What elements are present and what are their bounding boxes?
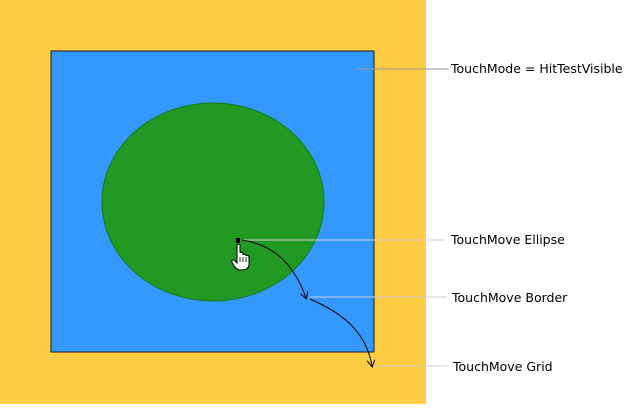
label-touchmove-ellipse: TouchMove Ellipse: [450, 232, 565, 247]
touch-point-marker: [236, 238, 240, 243]
label-touch-mode: TouchMode = HitTestVisible: [450, 61, 623, 76]
hand-pointer-icon: [231, 243, 250, 271]
ellipse-region: [101, 102, 325, 302]
label-touchmove-grid: TouchMove Grid: [452, 359, 553, 374]
routing-arrow-border-to-grid: [309, 298, 372, 366]
label-touchmove-border: TouchMove Border: [451, 290, 568, 305]
routing-arrow-ellipse-to-border: [241, 239, 306, 298]
